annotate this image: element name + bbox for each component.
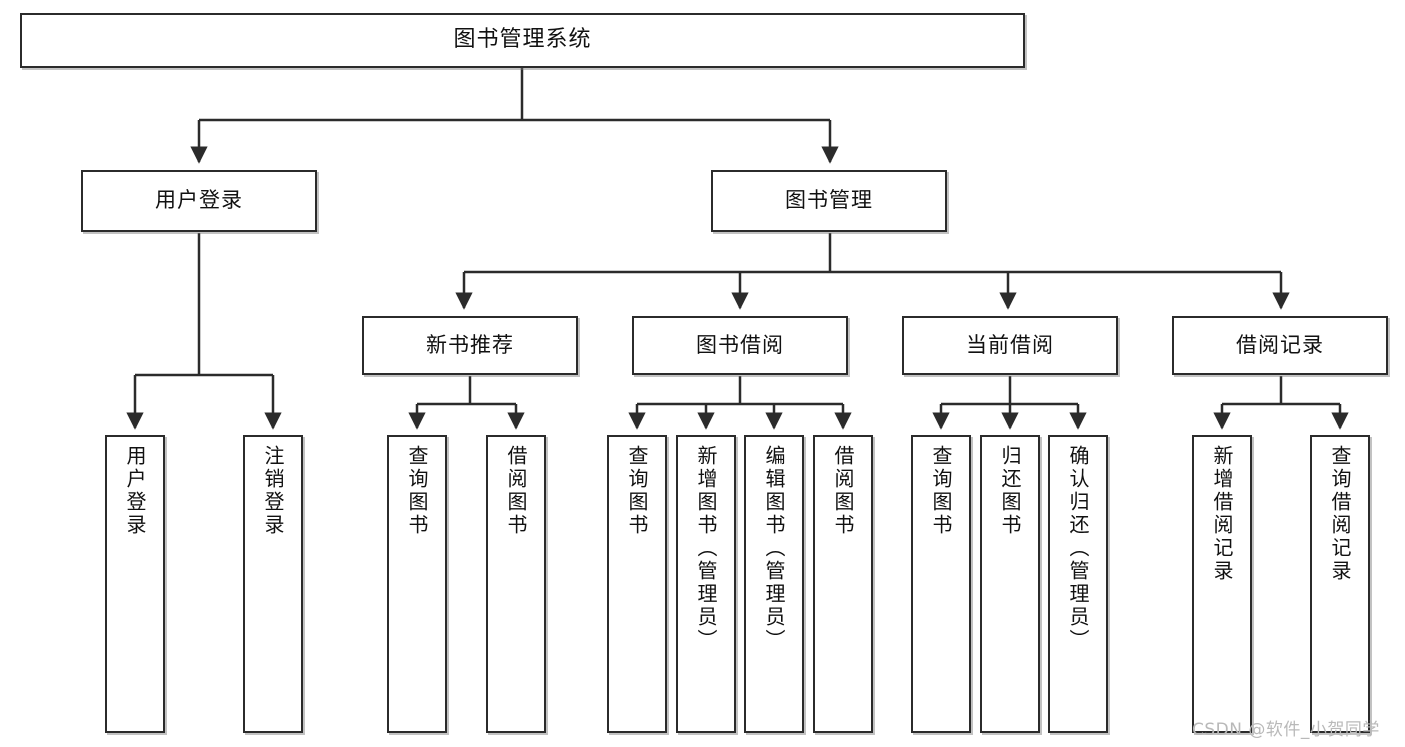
node-user-login-label: 用户登录 <box>155 188 243 213</box>
leaf-user-login[interactable]: 用户登录 <box>105 435 165 733</box>
leaf-query-book-2[interactable]: 查询图书 <box>607 435 667 733</box>
leaf-add-book[interactable]: 新增图书（管理员） <box>676 435 736 733</box>
leaf-borrow-book-1-label: 借阅图书 <box>504 445 528 537</box>
leaf-borrow-book-2-label: 借阅图书 <box>831 445 855 537</box>
leaf-return-book[interactable]: 归还图书 <box>980 435 1040 733</box>
node-current-borrow-label: 当前借阅 <box>966 332 1054 357</box>
leaf-logout-login[interactable]: 注销登录 <box>243 435 303 733</box>
leaf-return-book-label: 归还图书 <box>998 445 1022 537</box>
node-new-book-recommend-label: 新书推荐 <box>426 332 514 357</box>
node-book-management-label: 图书管理 <box>785 188 873 213</box>
leaf-borrow-book-1[interactable]: 借阅图书 <box>486 435 546 733</box>
leaf-query-book-2-label: 查询图书 <box>625 445 649 537</box>
node-root-label: 图书管理系统 <box>453 27 592 53</box>
node-book-management[interactable]: 图书管理 <box>711 170 947 232</box>
node-user-login[interactable]: 用户登录 <box>81 170 317 232</box>
node-current-borrow[interactable]: 当前借阅 <box>902 316 1118 375</box>
leaf-query-record[interactable]: 查询借阅记录 <box>1310 435 1370 733</box>
leaf-query-book-1[interactable]: 查询图书 <box>387 435 447 733</box>
leaf-add-book-label: 新增图书（管理员） <box>694 445 718 652</box>
leaf-query-book-3[interactable]: 查询图书 <box>911 435 971 733</box>
leaf-edit-book-label: 编辑图书（管理员） <box>762 445 786 652</box>
leaf-query-book-3-label: 查询图书 <box>929 445 953 537</box>
leaf-user-login-label: 用户登录 <box>123 445 147 537</box>
leaf-confirm-return-label: 确认归还（管理员） <box>1066 445 1090 652</box>
node-book-borrow[interactable]: 图书借阅 <box>632 316 848 375</box>
leaf-logout-login-label: 注销登录 <box>261 445 285 537</box>
leaf-query-record-label: 查询借阅记录 <box>1328 445 1352 583</box>
node-borrow-record-label: 借阅记录 <box>1236 332 1324 357</box>
node-new-book-recommend[interactable]: 新书推荐 <box>362 316 578 375</box>
leaf-query-book-1-label: 查询图书 <box>405 445 429 537</box>
leaf-edit-book[interactable]: 编辑图书（管理员） <box>744 435 804 733</box>
leaf-borrow-book-2[interactable]: 借阅图书 <box>813 435 873 733</box>
leaf-add-record-label: 新增借阅记录 <box>1210 445 1234 583</box>
leaf-add-record[interactable]: 新增借阅记录 <box>1192 435 1252 733</box>
node-book-borrow-label: 图书借阅 <box>696 332 784 357</box>
leaf-confirm-return[interactable]: 确认归还（管理员） <box>1048 435 1108 733</box>
node-root[interactable]: 图书管理系统 <box>20 13 1025 68</box>
node-borrow-record[interactable]: 借阅记录 <box>1172 316 1388 375</box>
